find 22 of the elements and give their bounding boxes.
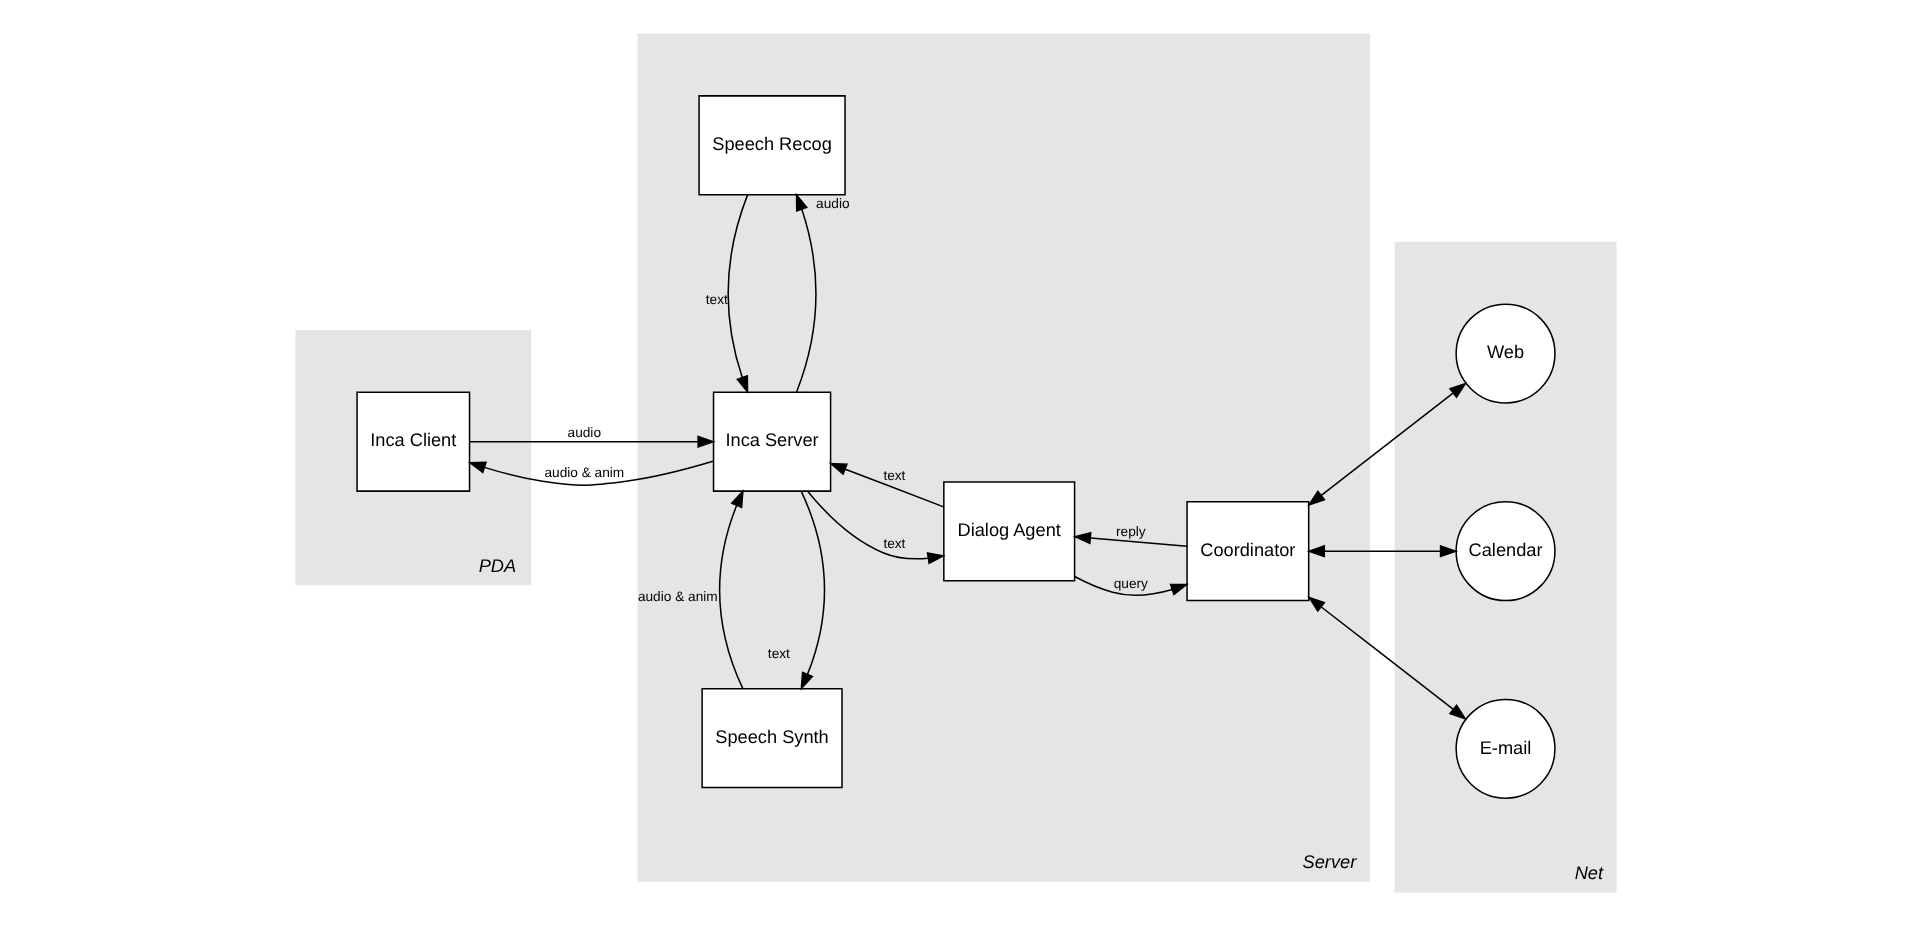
arrow [1072,575,1188,596]
node-box: Inca Server [711,391,831,492]
node-circle: Web [1454,303,1555,404]
arrow [726,194,748,395]
node-circle: Calendar [1454,501,1555,602]
arrow [827,462,944,508]
arrow [805,490,945,565]
arrow [1306,596,1467,721]
arrow [1306,382,1467,507]
node-box: Speech Recog [697,95,845,196]
node-box: Inca Client [355,391,470,492]
node-circle: E-mail [1454,698,1555,799]
arrow [717,489,743,690]
arrow [467,435,715,449]
arrow [466,460,713,486]
arrow [799,490,825,691]
node-box: Coordinator [1185,501,1309,602]
node-box: Dialog Agent [942,481,1075,582]
arrow [1305,544,1458,558]
node-box: Speech Synth [700,688,842,789]
arrow [794,192,816,393]
arrow [1071,531,1187,547]
